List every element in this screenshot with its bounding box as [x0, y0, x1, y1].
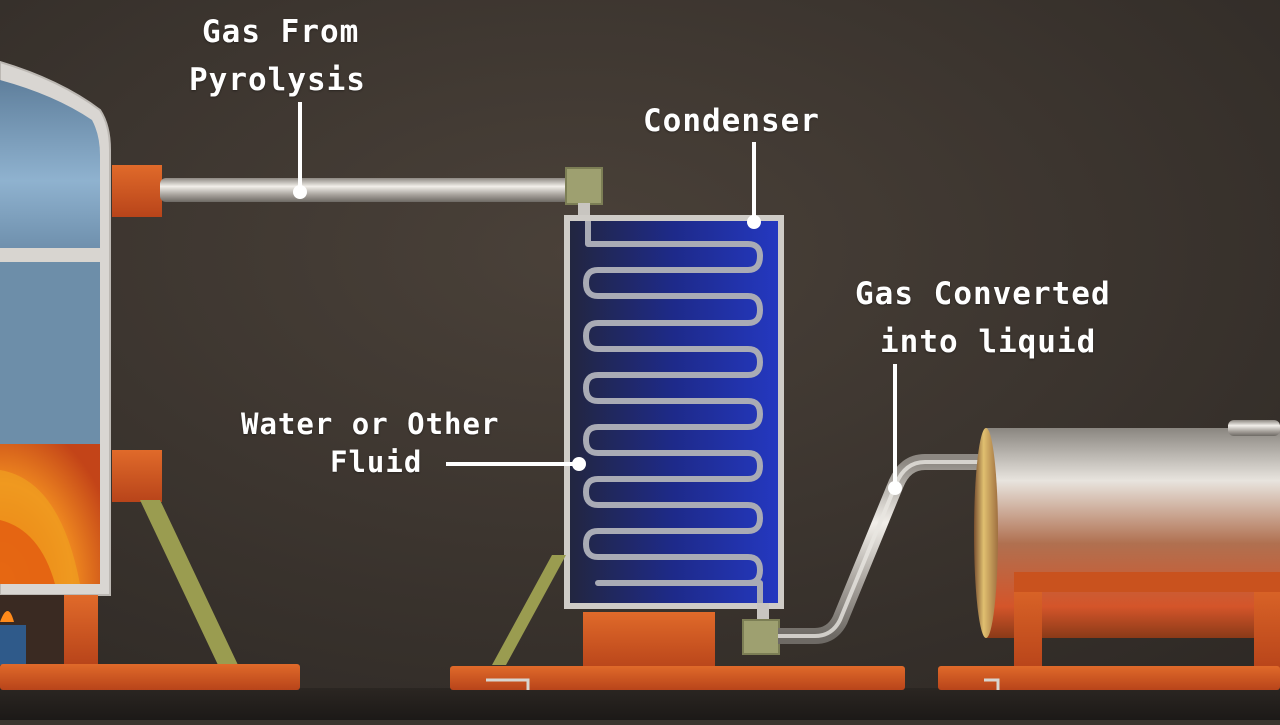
- reactor-outlet-flange: [112, 165, 162, 217]
- label-gas-from-line2: Pyrolysis: [189, 62, 366, 98]
- tank-base: [938, 666, 1280, 690]
- callout-dot-water-fluid: [572, 457, 586, 471]
- reactor-lower-flange: [112, 450, 162, 502]
- gas-pipe: [160, 167, 603, 217]
- condenser-outlet-fitting: [742, 619, 780, 655]
- floor: [0, 688, 1280, 720]
- label-condenser: Condenser: [643, 103, 820, 139]
- condenser-fluid: [570, 221, 778, 603]
- label-gas-converted-line2: into liquid: [880, 324, 1097, 360]
- condenser-coil: [583, 221, 763, 603]
- condenser: [450, 215, 905, 690]
- condenser-inlet-fitting: [565, 167, 603, 205]
- callout-dot-gas-from-pyrolysis: [293, 185, 307, 199]
- callout-dot-gas-converted: [888, 481, 902, 495]
- pyrolysis-reactor: [0, 60, 300, 690]
- reactor-base: [0, 664, 300, 690]
- callout-dot-condenser: [747, 215, 761, 229]
- label-gas-converted-line1: Gas Converted: [855, 276, 1111, 312]
- condenser-base: [450, 666, 905, 690]
- collection-tank: [938, 420, 1280, 690]
- label-water-fluid-line1: Water or Other: [241, 407, 500, 441]
- label-water-fluid-line2: Fluid: [330, 445, 423, 479]
- callouts: [293, 102, 902, 495]
- label-gas-from-line1: Gas From: [202, 14, 360, 50]
